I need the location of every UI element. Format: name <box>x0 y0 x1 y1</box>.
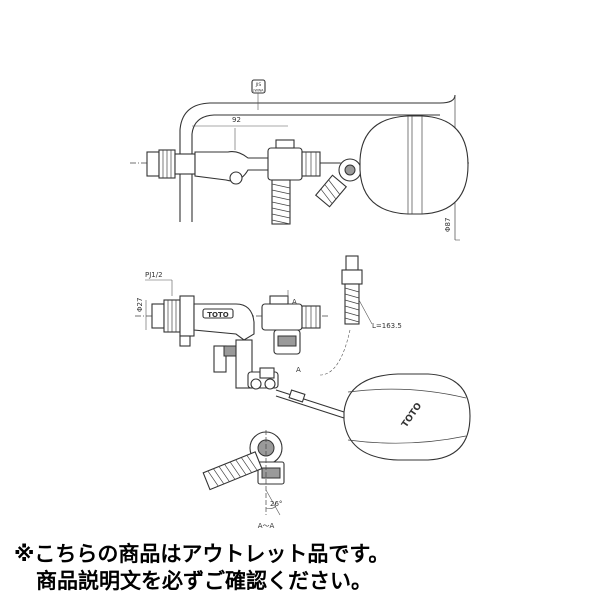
section-title: A～A <box>258 522 275 530</box>
technical-drawing: JIS JWWA 92 <box>130 79 471 530</box>
hose-side <box>341 255 363 325</box>
dim-dia27: Φ27 <box>136 298 144 312</box>
hose-top <box>271 179 291 225</box>
dim-pj: PJ1/2 <box>145 271 163 279</box>
top-view: JIS JWWA 92 <box>130 79 470 241</box>
dim-angle: 26° <box>270 500 282 508</box>
jis-badge: JIS JWWA <box>251 79 266 94</box>
section-marker-bottom: A <box>296 366 301 374</box>
float-ball-front: TOTO <box>343 373 471 461</box>
section-marker-top: A <box>292 298 297 306</box>
svg-text:JWWA: JWWA <box>252 89 264 93</box>
section-view: 26° A～A <box>202 430 285 530</box>
dim-float-dia: Φ87 <box>444 218 452 232</box>
dim-length: L=163.5 <box>372 322 402 330</box>
outlet-notice: ※こちらの商品はアウトレット品です。 商品説明文を必ずご確認ください。 <box>14 541 594 595</box>
notice-line-1: ※こちらの商品はアウトレット品です。 <box>14 542 390 566</box>
float-ball-top <box>359 115 469 215</box>
front-view: PJ1/2 Φ27 TOTO A A <box>135 255 471 461</box>
svg-text:JIS: JIS <box>255 82 262 88</box>
float-joint-top <box>314 158 362 208</box>
notice-line-2: 商品説明文を必ずご確認ください。 <box>36 569 372 593</box>
dim-92: 92 <box>232 116 241 124</box>
valve-logo: TOTO <box>207 311 229 319</box>
